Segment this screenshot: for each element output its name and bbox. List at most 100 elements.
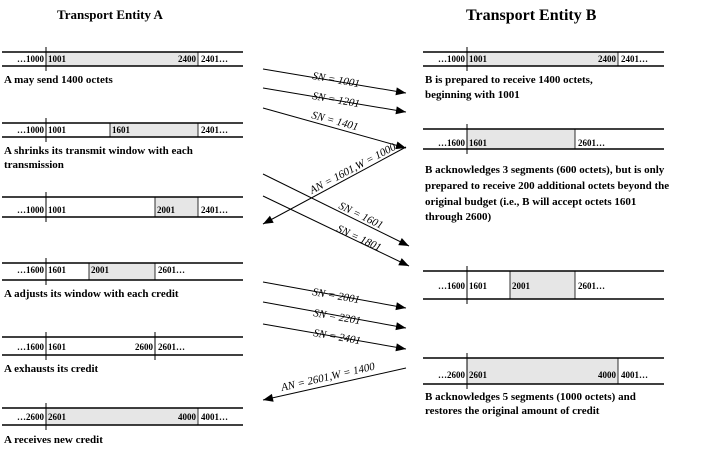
octet-label-right: 2601…: [158, 342, 185, 352]
message-arrow-line: [262, 301, 407, 329]
octet-label-start: 1601: [469, 281, 488, 291]
octet-label-left: …1000: [17, 205, 45, 215]
message-label: SN = 1401: [310, 109, 359, 133]
message-arrow-line: [262, 146, 407, 225]
octet-label-left: …1600: [17, 265, 45, 275]
message-3: SN = 1401: [262, 107, 407, 150]
message-8: SN = 2201: [262, 301, 407, 331]
message-10: AN = 2601,W = 1400: [262, 361, 407, 402]
message-label: SN = 1201: [311, 90, 360, 110]
message-arrow-line: [262, 87, 407, 113]
octet-label-start: 1001: [48, 125, 67, 135]
window-box: [45, 407, 199, 426]
state-caption: B acknowledges 3 segments (600 octets), …: [425, 164, 665, 176]
state-caption: through 2600): [425, 211, 491, 223]
octet-label-right: 4001…: [201, 412, 228, 422]
arrowhead: [395, 87, 406, 96]
arrowhead: [395, 302, 406, 311]
state-caption: restores the original amount of credit: [425, 405, 600, 417]
state-caption: B acknowledges 5 segments (1000 octets) …: [425, 391, 636, 403]
state-caption: A shrinks its transmit window with each: [4, 145, 193, 157]
octet-label-right: 2601…: [578, 138, 605, 148]
message-arrow-line: [262, 173, 410, 247]
state-caption: A exhausts its credit: [4, 363, 99, 375]
message-6: SN = 1801: [262, 195, 410, 267]
octet-label-right: 2401…: [201, 205, 228, 215]
arrowhead: [395, 322, 406, 331]
state-caption: prepared to receive 200 additional octet…: [425, 180, 669, 192]
octet-label-right: 2401…: [621, 54, 648, 64]
octet-label-window-start: 1601: [112, 125, 131, 135]
octet-label-window-start: 2001: [512, 281, 531, 291]
octet-label-start: 1601: [469, 138, 488, 148]
entity-b-title: Transport Entity B: [466, 7, 597, 24]
state-caption: A receives new credit: [4, 434, 103, 446]
window-box: [45, 51, 199, 67]
octet-label-window-start: 2001: [91, 265, 110, 275]
octet-label-left: …1600: [438, 281, 466, 291]
message-label: SN = 2001: [311, 286, 360, 306]
message-2: SN = 1201: [262, 87, 407, 115]
octet-label-left: …2600: [438, 370, 466, 380]
octet-label-start: 1001: [48, 54, 67, 64]
window-box: [466, 357, 619, 385]
state-caption: B is prepared to receive 1400 octets,: [425, 74, 593, 86]
arrowhead: [395, 106, 406, 115]
octet-label-right: 2401…: [201, 54, 228, 64]
octet-label-window-end: 4000: [598, 370, 617, 380]
message-arrow-line: [262, 323, 407, 350]
octet-label-left: …1000: [438, 54, 466, 64]
state-caption: A adjusts its window with each credit: [4, 288, 179, 300]
arrowhead: [398, 237, 409, 246]
octet-label-left: …1000: [17, 54, 45, 64]
arrowhead: [263, 215, 274, 224]
entity-a-title: Transport Entity A: [57, 7, 164, 22]
octet-label-start: 2601: [48, 412, 67, 422]
octet-label-right: 2401…: [201, 125, 228, 135]
octet-label-left: …2600: [17, 412, 45, 422]
message-label: SN = 2401: [312, 327, 361, 347]
octet-label-window-end: 2400: [178, 54, 197, 64]
octet-label-start: 1601: [48, 265, 67, 275]
octet-label-start: 1001: [48, 205, 67, 215]
message-arrow-line: [262, 281, 407, 309]
state-caption: A may send 1400 octets: [4, 74, 113, 86]
message-arrow-line: [262, 195, 410, 267]
octet-label-right: 2601…: [578, 281, 605, 291]
message-label: AN = 1601,W = 1000: [307, 141, 399, 197]
octet-label-start: 1601: [48, 342, 67, 352]
message-4: AN = 1601,W = 1000: [262, 141, 407, 225]
octet-label-window-end: 2600: [135, 342, 154, 352]
state-caption: original budget (i.e., B will accept oct…: [425, 196, 636, 208]
window-box: [466, 51, 619, 67]
octet-label-left: …1000: [17, 125, 45, 135]
octet-label-right: 2601…: [158, 265, 185, 275]
octet-label-left: …1600: [438, 138, 466, 148]
arrowhead: [395, 141, 406, 150]
message-9: SN = 2401: [262, 323, 407, 352]
octet-label-left: …1600: [17, 342, 45, 352]
message-arrow-line: [262, 367, 407, 401]
state-caption: transmission: [4, 159, 64, 171]
octet-label-window-end: 2400: [598, 54, 617, 64]
arrowhead: [395, 343, 406, 352]
octet-label-window-start: 2001: [157, 205, 176, 215]
octet-label-start: 1001: [469, 54, 488, 64]
octet-label-window-end: 4000: [178, 412, 197, 422]
state-caption: beginning with 1001: [425, 89, 520, 101]
message-label: SN = 2201: [312, 307, 361, 327]
message-arrow-line: [262, 68, 407, 94]
